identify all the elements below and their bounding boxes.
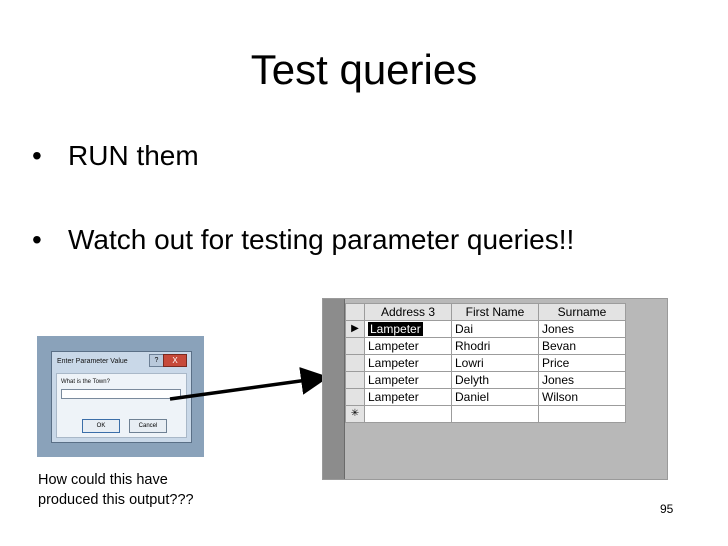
record-selector[interactable] xyxy=(345,388,365,406)
parameter-dialog-screenshot: Enter Parameter Value ? X What is the To… xyxy=(37,336,204,457)
column-header-address-3[interactable]: Address 3 xyxy=(364,303,452,321)
table-row[interactable]: Lampeter Delyth Jones xyxy=(345,371,626,389)
cell-address-3[interactable] xyxy=(364,405,452,423)
table-row[interactable]: ▶ Lampeter Dai Jones xyxy=(345,320,626,338)
dialog-titlebar: Enter Parameter Value ? X xyxy=(52,352,191,372)
close-icon[interactable]: X xyxy=(163,354,187,367)
column-header-surname[interactable]: Surname xyxy=(538,303,626,321)
caption: How could this have produced this output… xyxy=(38,470,248,510)
cell-address-3[interactable]: Lampeter xyxy=(364,337,452,355)
cell-first-name[interactable]: Delyth xyxy=(451,371,539,389)
cell-surname[interactable]: Price xyxy=(538,354,626,372)
parameter-prompt: What is the Town? xyxy=(61,379,110,385)
cell-surname[interactable]: Wilson xyxy=(538,388,626,406)
cancel-button[interactable]: Cancel xyxy=(129,419,167,433)
record-selector[interactable] xyxy=(345,354,365,372)
cell-address-3[interactable]: Lampeter xyxy=(364,320,452,338)
cell-first-name[interactable]: Dai xyxy=(451,320,539,338)
dialog-body: What is the Town? OK Cancel xyxy=(56,373,187,438)
caption-line-2: produced this output??? xyxy=(38,492,194,508)
cell-address-3[interactable]: Lampeter xyxy=(364,354,452,372)
table-row[interactable]: Lampeter Lowri Price xyxy=(345,354,626,372)
record-selector[interactable] xyxy=(345,337,365,355)
cell-surname[interactable]: Bevan xyxy=(538,337,626,355)
dialog-title: Enter Parameter Value xyxy=(57,358,128,365)
page-number: 95 xyxy=(660,502,674,516)
cell-first-name[interactable]: Daniel xyxy=(451,388,539,406)
selected-cell-text: Lampeter xyxy=(368,322,423,336)
cell-first-name[interactable] xyxy=(451,405,539,423)
new-record-row[interactable]: ✳ xyxy=(345,405,626,423)
column-header-first-name[interactable]: First Name xyxy=(451,303,539,321)
parameter-dialog: Enter Parameter Value ? X What is the To… xyxy=(51,351,192,443)
current-record-icon[interactable]: ▶ xyxy=(345,320,365,338)
cell-surname[interactable]: Jones xyxy=(538,371,626,389)
table-row[interactable]: Lampeter Daniel Wilson xyxy=(345,388,626,406)
bullet-parameter-warning: Watch out for testing parameter queries!… xyxy=(30,222,710,258)
cell-address-3[interactable]: Lampeter xyxy=(364,371,452,389)
help-icon[interactable]: ? xyxy=(149,354,164,367)
datasheet-header-row: Address 3 First Name Surname xyxy=(345,303,626,321)
bullet-list: RUN them Watch out for testing parameter… xyxy=(30,138,710,258)
table-row[interactable]: Lampeter Rhodri Bevan xyxy=(345,337,626,355)
new-record-icon[interactable]: ✳ xyxy=(345,405,365,423)
navigation-pane-strip xyxy=(323,299,345,479)
ok-button[interactable]: OK xyxy=(82,419,120,433)
cell-address-3[interactable]: Lampeter xyxy=(364,388,452,406)
query-results-datasheet: Address 3 First Name Surname ▶ Lampeter … xyxy=(345,303,626,423)
parameter-input[interactable] xyxy=(61,389,181,399)
select-all-cell[interactable] xyxy=(345,303,365,321)
cell-first-name[interactable]: Lowri xyxy=(451,354,539,372)
cell-first-name[interactable]: Rhodri xyxy=(451,337,539,355)
cell-surname[interactable]: Jones xyxy=(538,320,626,338)
datasheet-screenshot: Address 3 First Name Surname ▶ Lampeter … xyxy=(322,298,668,480)
bullet-run-them: RUN them xyxy=(30,138,710,174)
slide-title: Test queries xyxy=(250,46,478,93)
record-selector[interactable] xyxy=(345,371,365,389)
cell-surname[interactable] xyxy=(538,405,626,423)
caption-line-1: How could this have xyxy=(38,472,168,488)
